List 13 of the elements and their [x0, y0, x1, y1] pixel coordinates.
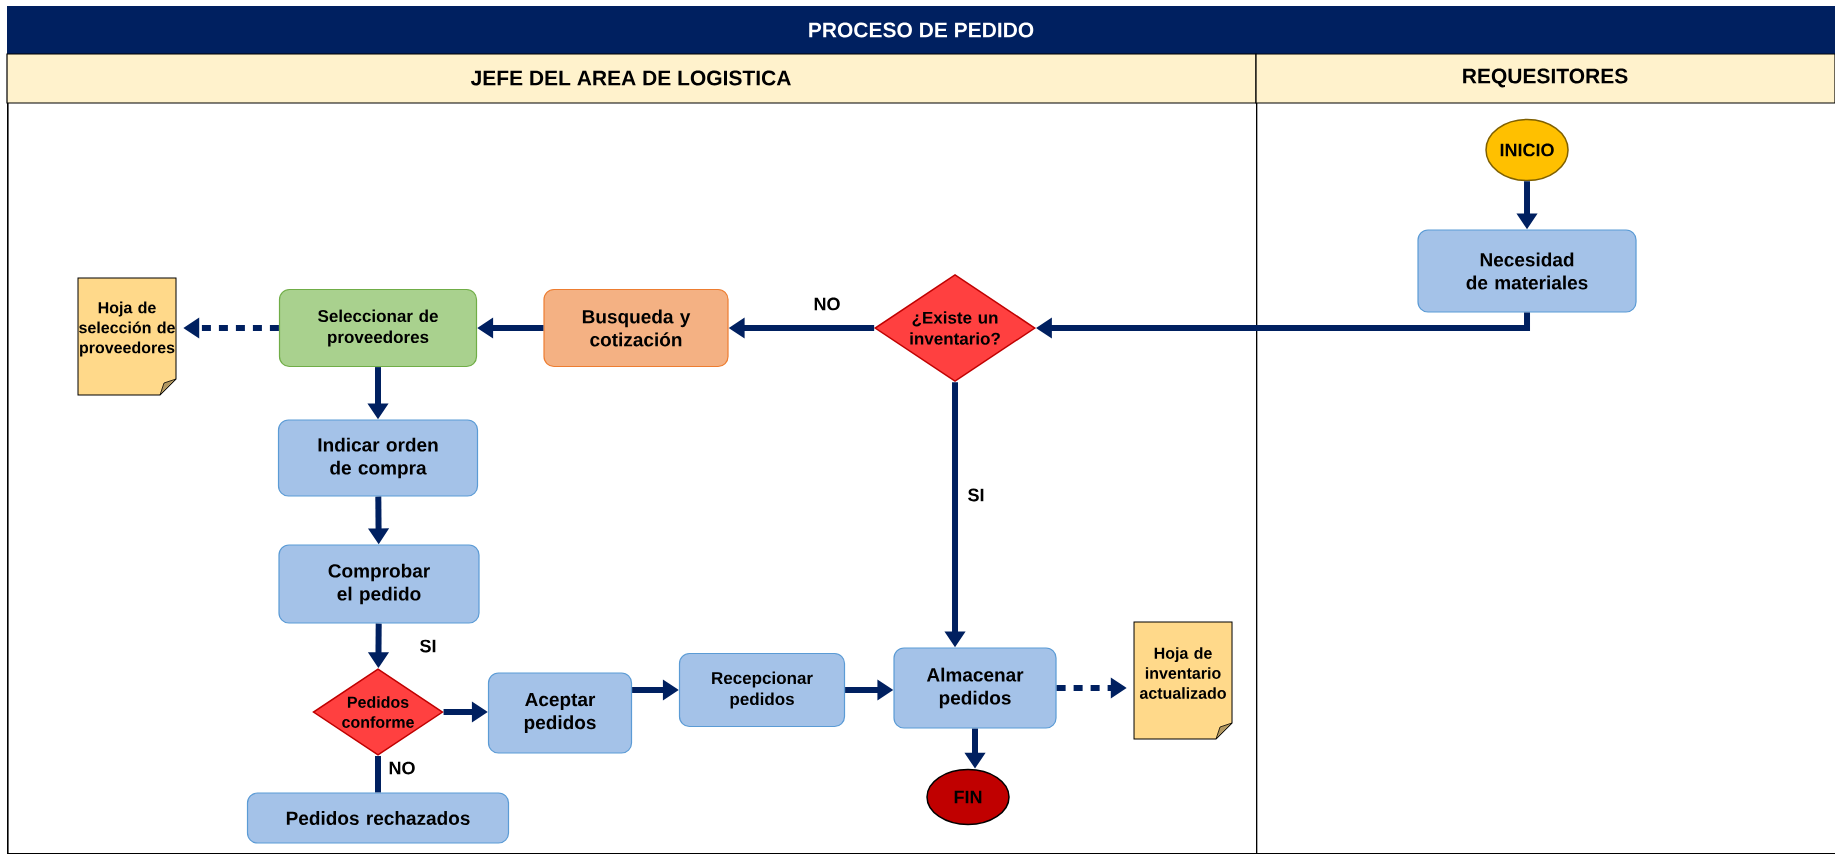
process-box: Almacenar pedidos — [893, 647, 1057, 729]
process-box: Seleccionar de proveedores — [278, 288, 478, 368]
process-box: Pedidos rechazados — [246, 792, 510, 844]
edge-label: SI — [418, 638, 438, 654]
process-box: Aceptar pedidos — [487, 672, 633, 754]
edge-label: SI — [966, 487, 986, 503]
process-box: Busqueda y cotización — [543, 288, 729, 368]
process-box: Recepcionar pedidos — [678, 652, 846, 728]
process-box: Necesidad de materiales — [1417, 229, 1637, 313]
edge-label: NO — [812, 296, 842, 312]
edge-label: NO — [387, 760, 417, 776]
process-box: Comprobar el pedido — [278, 544, 480, 624]
process-box: Indicar orden de compra — [277, 419, 479, 497]
